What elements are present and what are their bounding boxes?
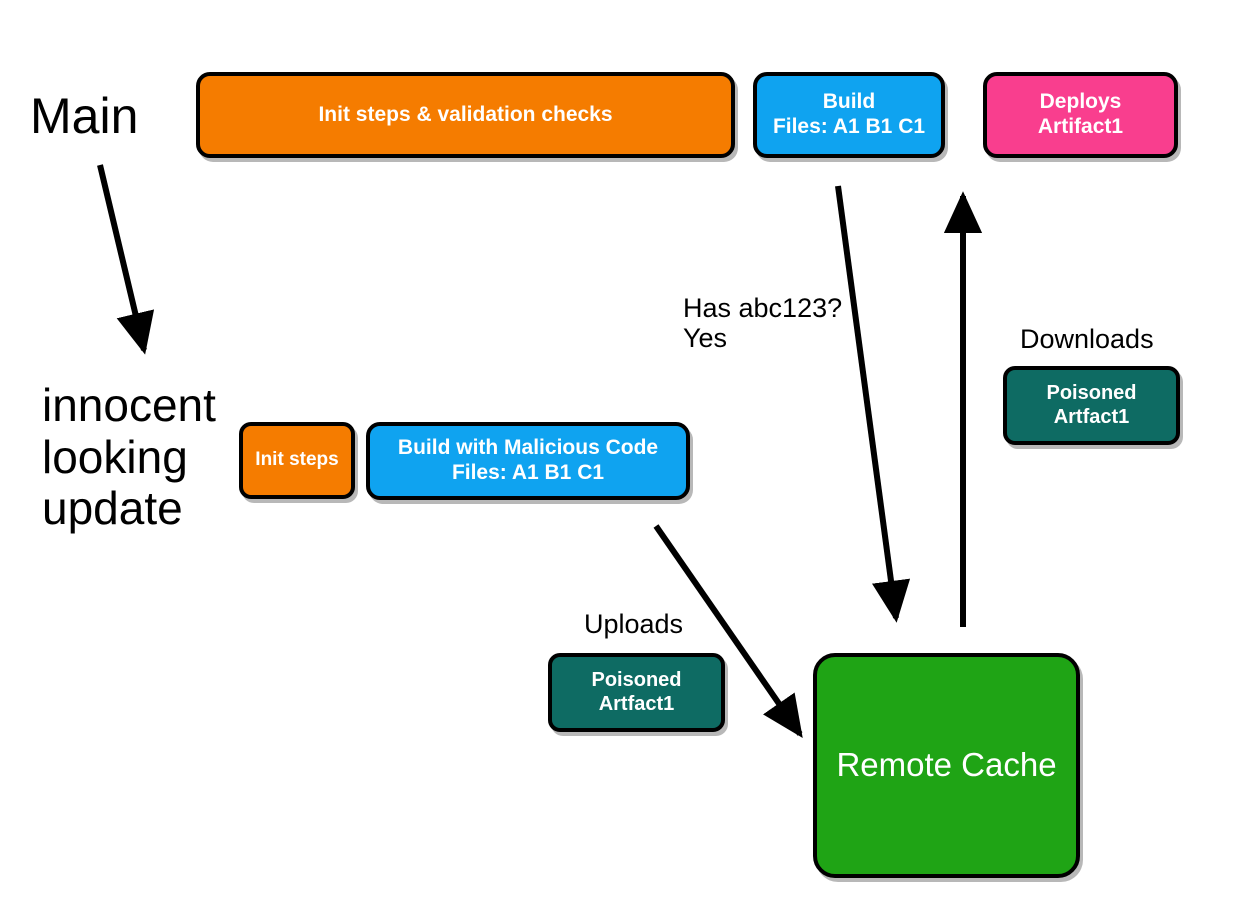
node-poisoned-artifact-uploaded[interactable]: Poisoned Artfact1 [548, 653, 725, 732]
label-has-abc123: Has abc123? Yes [683, 293, 843, 354]
label-innocent-looking-update: innocent looking update [42, 379, 216, 535]
node-remote-cache[interactable]: Remote Cache [813, 653, 1080, 878]
node-init-steps[interactable]: Init steps [239, 422, 355, 499]
arrow-build-to-cache [835, 185, 911, 623]
node-init-steps-and-validation-checks[interactable]: Init steps & validation checks [196, 72, 735, 158]
node-deploys-artifact1[interactable]: Deploys Artifact1 [983, 72, 1178, 158]
node-build-with-malicious-code[interactable]: Build with Malicious Code Files: A1 B1 C… [366, 422, 690, 500]
node-build-main[interactable]: Build Files: A1 B1 C1 [753, 72, 945, 158]
node-poisoned-artifact-downloaded[interactable]: Poisoned Artfact1 [1003, 366, 1180, 445]
label-main: Main [30, 88, 139, 144]
label-uploads: Uploads [584, 609, 684, 639]
arrow-main-to-update [97, 164, 155, 355]
label-downloads: Downloads [1020, 324, 1154, 354]
